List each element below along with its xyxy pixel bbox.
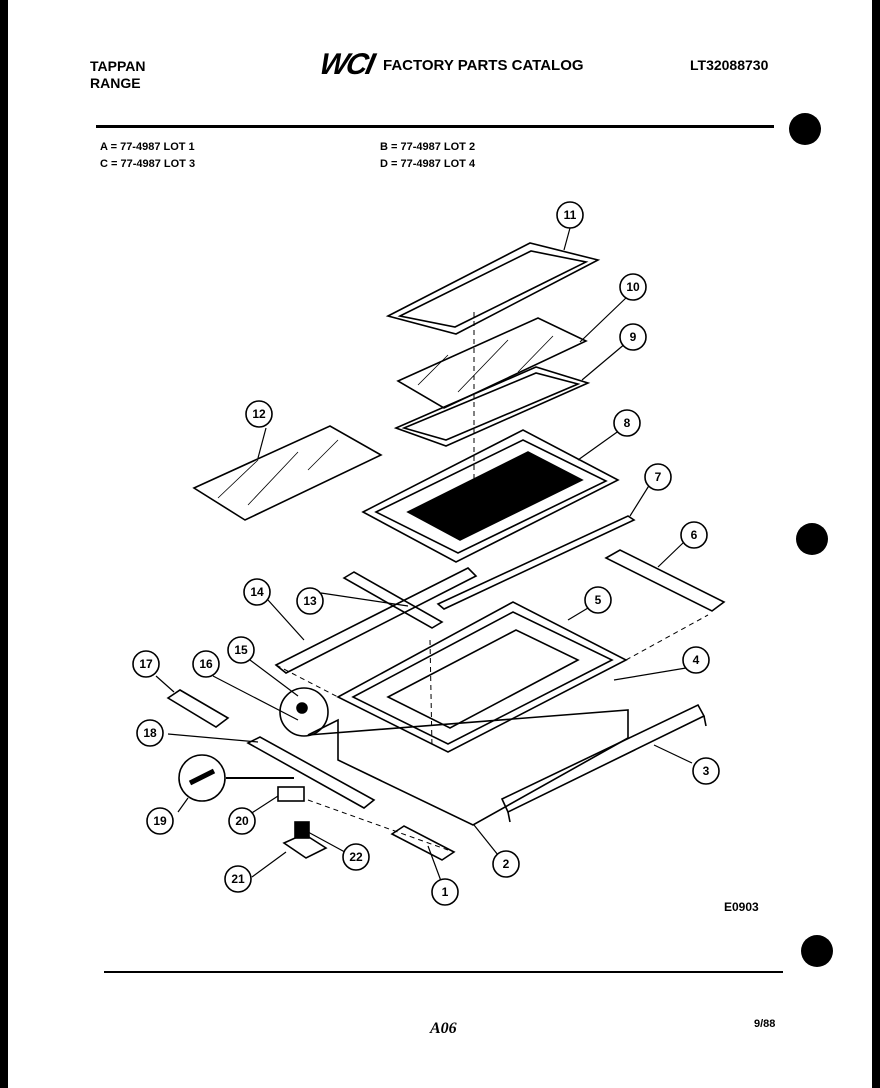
- callout-8: 8: [613, 409, 641, 437]
- part-6-bracket: [604, 549, 726, 612]
- part-8-inner-panel: [361, 429, 620, 563]
- svg-text:2: 2: [503, 857, 510, 871]
- callout-16: 16: [192, 650, 220, 678]
- catalog-part-number: LT32088730: [690, 57, 769, 73]
- header-rule: [96, 125, 774, 128]
- callout-6: 6: [680, 521, 708, 549]
- catalog-date: 9/88: [754, 1018, 776, 1030]
- part-7-strip: [436, 515, 636, 610]
- svg-text:14: 14: [250, 585, 264, 599]
- callout-17: 17: [132, 650, 160, 678]
- svg-text:11: 11: [564, 208, 577, 222]
- svg-text:7: 7: [655, 470, 662, 484]
- model-b: B = 77-4987 LOT 2: [380, 141, 476, 153]
- svg-text:16: 16: [199, 657, 213, 671]
- callout-13: 13: [296, 587, 324, 615]
- callout-18: 18: [136, 719, 164, 747]
- callout-2: 2: [492, 850, 520, 878]
- part-1-bracket: [390, 825, 456, 861]
- callout-11: 11: [556, 201, 584, 229]
- callout-19: 19: [146, 807, 174, 835]
- callout-9: 9: [619, 323, 647, 351]
- svg-text:22: 22: [349, 850, 363, 864]
- svg-text:6: 6: [691, 528, 698, 542]
- callout-4: 4: [682, 646, 710, 674]
- part-2-door-liner: [307, 709, 629, 826]
- callout-7: 7: [644, 463, 672, 491]
- part-15-detail-circle: [279, 687, 329, 737]
- callout-12: 12: [245, 400, 273, 428]
- model-d: D = 77-4987 LOT 4: [380, 158, 476, 170]
- catalog-title: FACTORY PARTS CATALOG: [383, 57, 584, 74]
- part-17-bracket: [166, 689, 230, 728]
- callout-1: 1: [431, 878, 459, 906]
- part-9-gasket: [393, 366, 591, 447]
- parts-catalog-sheet: TAPPAN RANGE WCI FACTORY PARTS CATALOG L…: [8, 0, 872, 1088]
- callout-14: 14: [243, 578, 271, 606]
- brand-line-2: RANGE: [90, 75, 141, 91]
- brand-line-1: TAPPAN: [90, 58, 146, 74]
- svg-text:20: 20: [235, 814, 249, 828]
- binder-hole-middle: [796, 523, 828, 555]
- svg-text:10: 10: [626, 280, 640, 294]
- callout-15: 15: [227, 636, 255, 664]
- part-13-divider: [342, 571, 444, 629]
- callout-20: 20: [228, 807, 256, 835]
- model-c: C = 77-4987 LOT 3: [100, 158, 196, 170]
- svg-text:4: 4: [693, 653, 700, 667]
- part-14-channel: [274, 567, 478, 674]
- part-18-hinge: [246, 736, 376, 809]
- page-number: A06: [430, 1020, 457, 1037]
- svg-text:9: 9: [630, 330, 637, 344]
- drawing-code: E0903: [724, 900, 759, 914]
- svg-text:19: 19: [153, 814, 167, 828]
- model-a: A = 77-4987 LOT 1: [100, 141, 195, 153]
- svg-text:8: 8: [624, 416, 631, 430]
- svg-text:12: 12: [252, 407, 266, 421]
- svg-text:1: 1: [442, 885, 449, 899]
- svg-text:17: 17: [139, 657, 153, 671]
- exploded-parts-diagram: 11 10 9 8 7 6 5 4 3 2 1 12 13 14 15 16 1…: [132, 201, 726, 906]
- part-12-glass: [192, 425, 383, 521]
- callout-22: 22: [342, 843, 370, 871]
- svg-text:21: 21: [231, 872, 245, 886]
- svg-text:18: 18: [143, 726, 157, 740]
- callout-10: 10: [619, 273, 647, 301]
- callout-3: 3: [692, 757, 720, 785]
- binder-hole-top: [789, 113, 821, 145]
- svg-text:3: 3: [703, 764, 710, 778]
- callout-21: 21: [224, 865, 252, 893]
- part-10-glass: [396, 317, 588, 409]
- callout-5: 5: [584, 586, 612, 614]
- part-19-detail-circle: [178, 754, 226, 802]
- footer-rule: [104, 971, 783, 973]
- part-11-gasket: [385, 242, 601, 335]
- binder-hole-bottom: [801, 935, 833, 967]
- part-3-trim: [500, 703, 706, 814]
- svg-text:5: 5: [595, 593, 602, 607]
- svg-text:13: 13: [303, 594, 317, 608]
- brand-label: TAPPAN RANGE: [90, 58, 145, 92]
- part-22-roller: [294, 821, 310, 839]
- svg-text:15: 15: [234, 643, 248, 657]
- part-20-block: [277, 786, 305, 802]
